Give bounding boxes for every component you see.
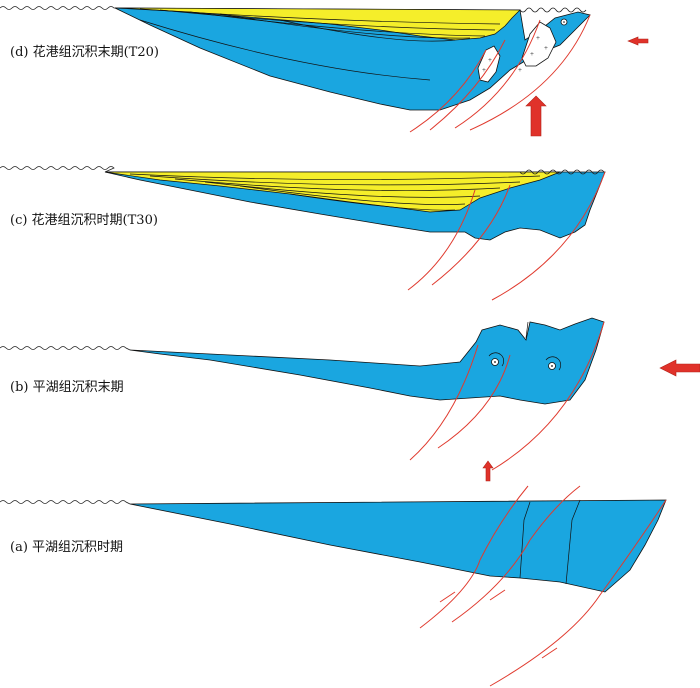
- panel-b: (b) 平湖组沉积末期: [0, 317, 700, 482]
- yellow-strata-c: [104, 171, 561, 213]
- panel-label-d: (d) 花港组沉积末期(T20): [10, 44, 159, 60]
- fault-b1: [409, 344, 479, 461]
- wavy-baseline-a: [0, 500, 131, 505]
- panel-d: + + + + + + (d) 花港组沉积末期(T20): [0, 6, 649, 137]
- blue-basin-a: [129, 499, 667, 593]
- panel-a: (a) 平湖组沉积时期: [0, 485, 667, 687]
- uplift-arrow-up-b: [482, 460, 494, 482]
- fault-a1: [419, 485, 529, 629]
- svg-text:+: +: [544, 44, 548, 52]
- wavy-baseline-c: [0, 166, 115, 173]
- fault-c2: [431, 184, 511, 286]
- compression-arrow-left-b: [659, 359, 700, 377]
- fault-d3: [454, 19, 541, 129]
- uplift-arrow-up-d: [525, 95, 547, 137]
- fault-d2: [429, 39, 506, 131]
- panel-label-c: (c) 花港组沉积时期(T30): [10, 212, 158, 228]
- panel-label-a: (a) 平湖组沉积时期: [10, 540, 123, 555]
- fault-b3: [491, 321, 605, 471]
- fault-a2: [451, 485, 581, 623]
- fault-c1: [407, 189, 476, 291]
- svg-text:+: +: [488, 56, 492, 64]
- svg-text:+: +: [536, 34, 540, 42]
- svg-text:+: +: [530, 50, 534, 58]
- panel-label-b: (b) 平湖组沉积末期: [10, 380, 124, 395]
- fault-c3: [491, 171, 606, 301]
- fault-d1: [409, 49, 487, 133]
- fault-d4: [469, 14, 591, 131]
- wavy-baseline-d: [0, 6, 115, 10]
- blue-basin-b: [129, 317, 605, 405]
- panel-c: (c) 花港组沉积时期(T30): [0, 166, 606, 301]
- fault-b2: [437, 354, 511, 449]
- granite-intrusion-d1: [477, 45, 501, 83]
- granite-intrusion-d2: [521, 21, 557, 67]
- fault-a3: [489, 499, 667, 687]
- compression-arrow-left-d: [627, 36, 649, 46]
- svg-text:+: +: [482, 66, 486, 74]
- svg-text:+: +: [518, 66, 522, 74]
- wavy-baseline-b: [0, 346, 131, 351]
